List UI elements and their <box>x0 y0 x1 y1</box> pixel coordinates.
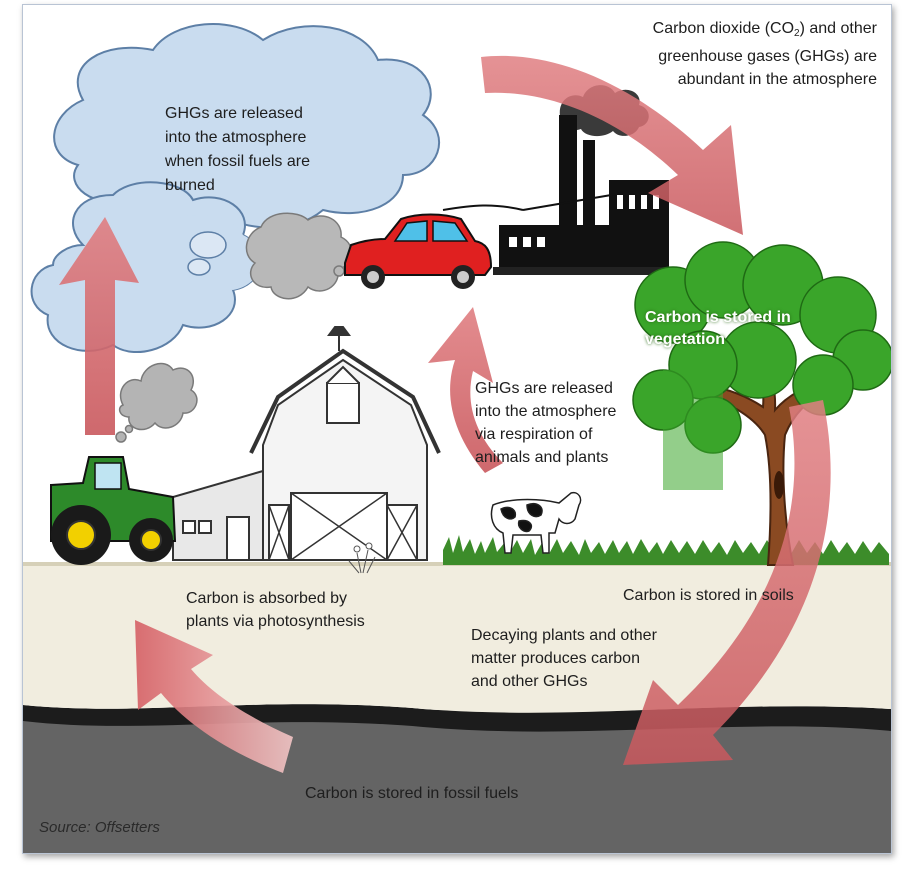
exhaust-cloud <box>245 212 353 300</box>
tree <box>632 241 891 566</box>
red-car <box>344 213 493 289</box>
label-line: via respiration of <box>475 426 593 443</box>
tractor-smoke <box>115 362 198 443</box>
label-line: burned <box>165 177 215 194</box>
label-fossil-fuel-burning: GHGs are released into the atmosphere wh… <box>165 102 310 198</box>
arrow-tractor-to-cloud <box>59 217 139 435</box>
arrow-vegetation-to-fossil <box>623 400 831 765</box>
label-line: into the atmosphere <box>475 403 617 420</box>
label-vegetation-storage: Carbon is stored in vegetation <box>645 307 791 351</box>
label-fossil-fuel-storage: Carbon is stored in fossil fuels <box>305 785 519 802</box>
barn <box>172 326 441 561</box>
label-line: GHGs are released <box>475 380 613 397</box>
arrow-fossil-to-soil <box>135 620 293 773</box>
label-line: vegetation <box>645 331 726 348</box>
label-co2-line3: abundant in the atmosphere <box>677 71 877 88</box>
flower <box>348 542 376 574</box>
label-line: animals and plants <box>475 449 609 466</box>
label-respiration: GHGs are released into the atmosphere vi… <box>475 377 616 469</box>
arrow-atmosphere-to-vegetation <box>481 55 743 236</box>
cycle-arrows <box>59 55 831 773</box>
cow <box>490 491 582 554</box>
label-decay: Decaying plants and other matter produce… <box>471 624 657 693</box>
source-credit: Source: Offsetters <box>39 819 160 836</box>
label-line: into the atmosphere <box>165 129 307 146</box>
label-co2-subscript: 2 <box>794 28 800 39</box>
label-line: and other GHGs <box>471 673 588 690</box>
label-soil-storage: Carbon is stored in soils <box>623 587 794 604</box>
label-line: Decaying plants and other <box>471 627 657 644</box>
label-line: Carbon is stored in <box>645 309 791 326</box>
label-line: Carbon is absorbed by <box>186 590 347 607</box>
label-co2-abundant: Carbon dioxide (CO2) and other greenhous… <box>543 17 877 91</box>
label-line: matter produces carbon <box>471 650 640 667</box>
carbon-cycle-illustration <box>23 23 891 853</box>
arrow-respiration <box>428 307 503 473</box>
label-line: when fossil fuels are <box>165 153 310 170</box>
label-co2-line2: greenhouse gases (GHGs) are <box>658 48 877 65</box>
green-tractor <box>50 456 177 565</box>
label-line: plants via photosynthesis <box>186 613 365 630</box>
label-co2-text-a: Carbon dioxide (CO <box>652 20 795 37</box>
diagram-frame: Carbon dioxide (CO2) and other greenhous… <box>22 4 892 854</box>
label-line: GHGs are released <box>165 105 303 122</box>
label-photosynthesis: Carbon is absorbed by plants via photosy… <box>186 587 365 633</box>
label-co2-text-b: ) and other <box>799 20 877 37</box>
